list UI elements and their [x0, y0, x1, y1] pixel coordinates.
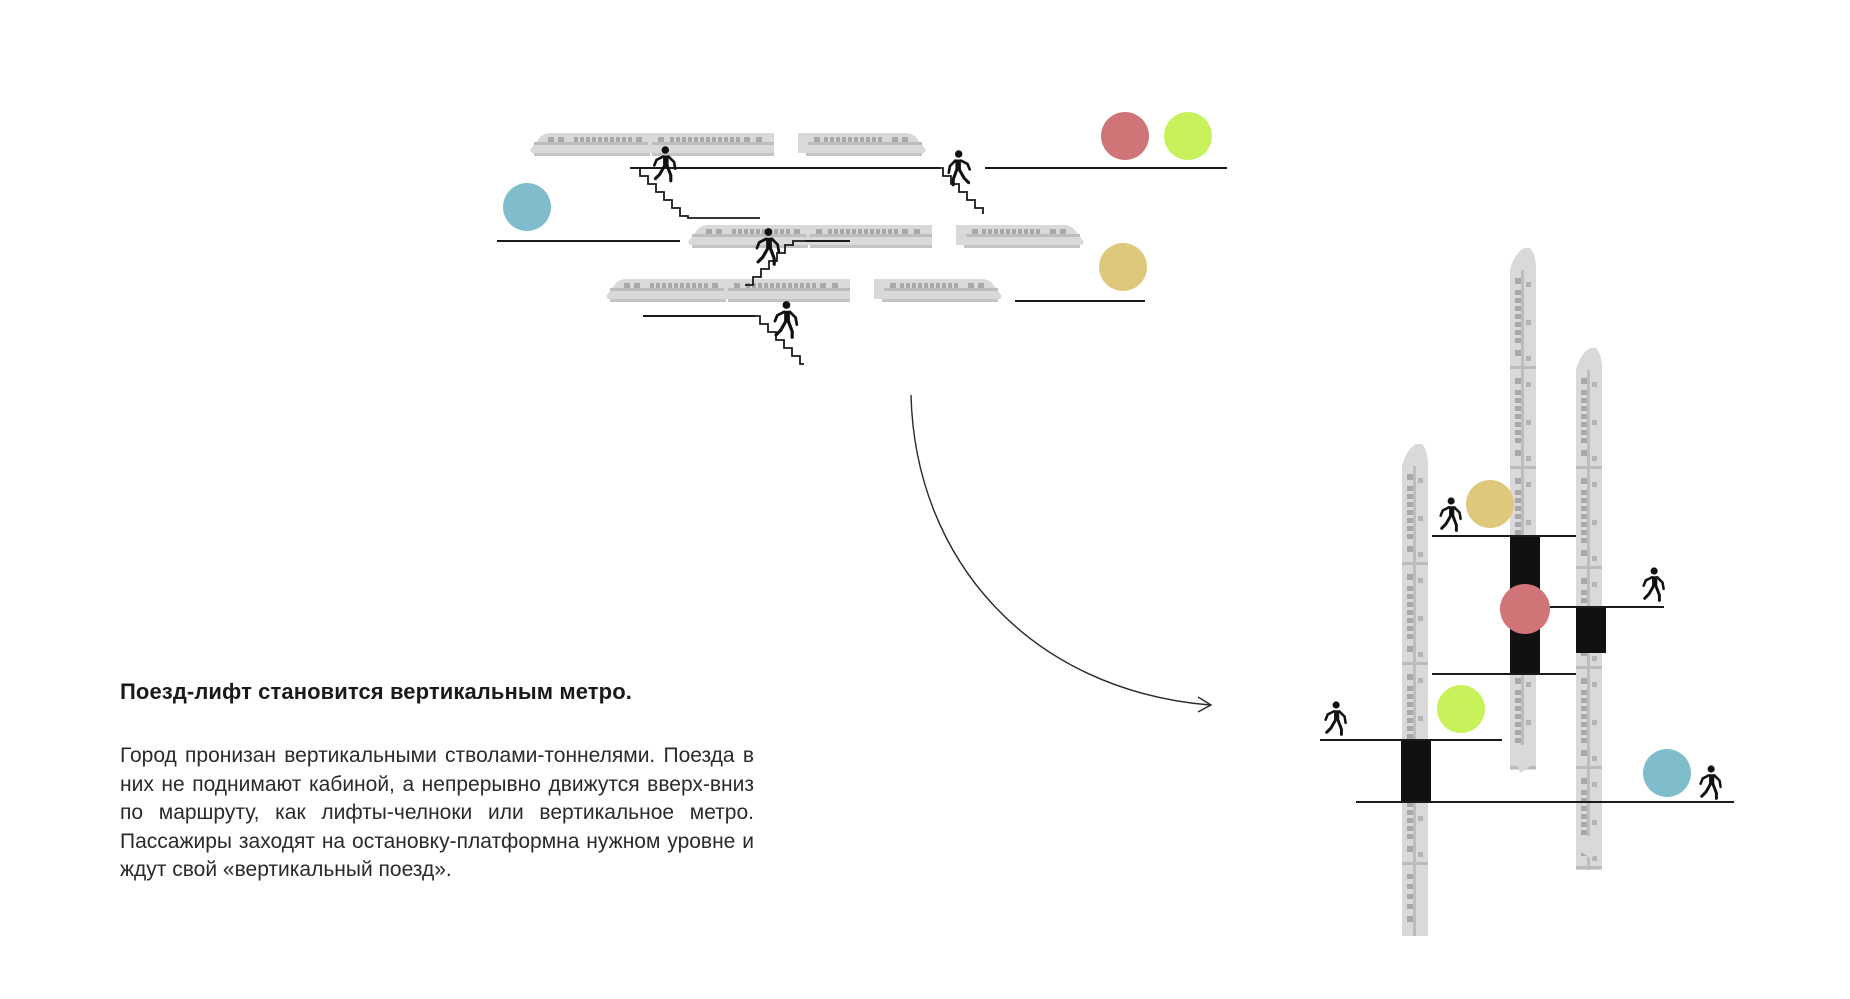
red-dot [1500, 584, 1550, 634]
red-dot [1101, 112, 1149, 160]
yellow-dot [1099, 243, 1147, 291]
train-icon [688, 225, 1084, 248]
passenger-icon [1699, 763, 1723, 800]
platform-lines [497, 167, 1227, 317]
passenger-icon [1324, 699, 1348, 736]
passenger-icon [773, 299, 799, 339]
heading: Поезд-лифт становится вертикальным метро… [120, 679, 632, 704]
train-icon [1402, 444, 1428, 936]
arrow-icon [910, 394, 1213, 713]
stairs-icon [630, 167, 984, 365]
lime-dot [1164, 112, 1212, 160]
yellow-dot [1466, 480, 1514, 528]
description-block: Поезд-лифт становится вертикальным метро… [120, 678, 754, 885]
passenger-icon [1439, 495, 1463, 532]
passenger-icon [947, 148, 972, 187]
train-icon [606, 279, 1002, 302]
body-text: Город пронизан вертикальными стволами-то… [120, 744, 754, 881]
blue-dot [503, 183, 551, 231]
train-icon [1576, 348, 1602, 870]
train-icon [1510, 248, 1536, 773]
train-icon [530, 133, 926, 156]
passenger-icon [1642, 565, 1666, 602]
shaft-blocks [1401, 536, 1606, 802]
blue-dot [1643, 749, 1691, 797]
lime-dot [1437, 685, 1485, 733]
platform-lines [1320, 535, 1734, 803]
